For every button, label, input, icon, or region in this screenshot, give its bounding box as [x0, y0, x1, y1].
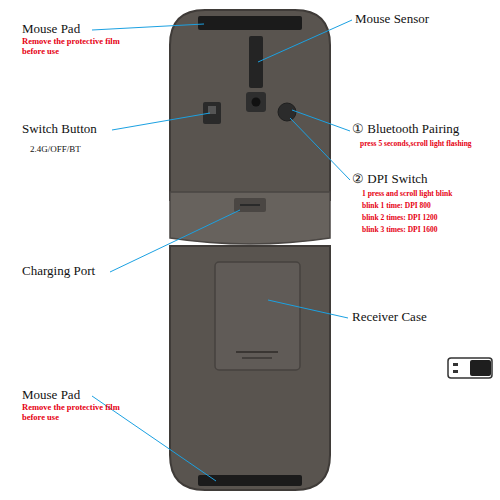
leader-lines	[92, 20, 352, 481]
mouse-pad-strip	[198, 475, 302, 486]
pairing-button	[278, 103, 296, 121]
leader-line	[268, 300, 348, 318]
leader-line	[258, 20, 352, 62]
sensor-window	[249, 36, 263, 88]
port-slot	[240, 204, 260, 206]
part-name: Receiver Case	[352, 310, 492, 325]
part-name: Mouse Pad	[22, 388, 142, 403]
part-name: Mouse Sensor	[355, 12, 495, 27]
top-panel	[170, 10, 330, 200]
leader-line	[292, 110, 350, 131]
case-slot	[242, 357, 272, 359]
switch-modes: 2.4G/OFF/BT	[30, 144, 130, 154]
note-text: blink 1 time: DPI 800	[362, 202, 498, 211]
charging-port	[234, 198, 266, 212]
leader-line	[110, 210, 240, 272]
receiver-body	[470, 360, 491, 376]
note-text: blink 2 times: DPI 1200	[362, 214, 498, 223]
part-name: Charging Port	[22, 264, 142, 279]
part-name: Switch Button	[22, 122, 142, 137]
part-name: ② DPI Switch	[352, 172, 497, 187]
bottom-panel	[170, 246, 330, 490]
switch-button	[203, 102, 221, 124]
part-name: Mouse Pad	[22, 22, 142, 37]
leader-line	[112, 113, 210, 130]
note-text: press 5 seconds,scroll light flashing	[360, 140, 500, 149]
leader-line	[290, 118, 350, 180]
mouse-pad-strip	[198, 16, 302, 30]
note-text: Remove the protective film before use	[22, 37, 144, 57]
usb-contact	[453, 370, 458, 373]
usb-receiver	[448, 358, 492, 378]
note-text: Remove the protective film before use	[22, 403, 144, 423]
sensor-housing	[246, 92, 266, 112]
note-text: blink 3 times: DPI 1600	[362, 226, 498, 235]
leader-line	[92, 24, 204, 30]
hinge-flap	[170, 192, 330, 244]
part-name: ① Bluetooth Pairing	[352, 122, 497, 137]
case-slot	[236, 351, 278, 353]
sensor-lens	[252, 98, 261, 107]
note-text: 1 press and scroll light blink	[362, 190, 498, 199]
receiver-case	[215, 262, 300, 370]
usb-contact	[453, 363, 458, 366]
